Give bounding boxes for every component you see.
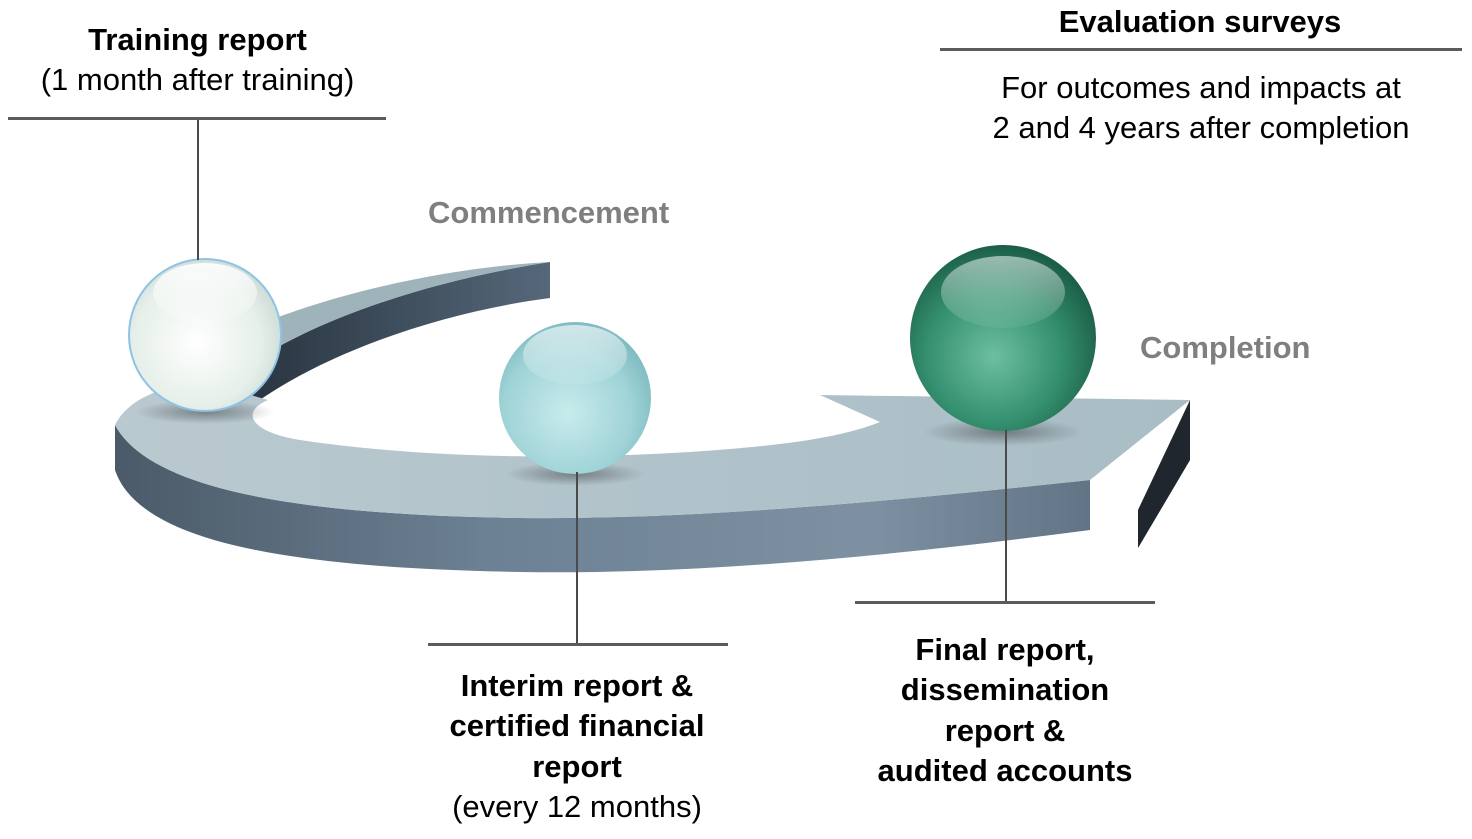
final-line-3: report & <box>944 712 1066 748</box>
training-connector <box>197 120 199 260</box>
training-report-subtitle: (1 month after training) <box>40 62 355 98</box>
final-connector <box>1005 430 1007 602</box>
sphere-training <box>128 258 282 412</box>
arrow-tail-inner <box>200 262 550 415</box>
interim-line-2: certified financial <box>449 708 705 744</box>
interim-connector <box>576 472 578 644</box>
final-line-2: dissemination <box>900 672 1110 708</box>
arrow-side-face <box>115 400 1190 573</box>
evaluation-line-1: For outcomes and impacts at <box>1001 70 1401 105</box>
commencement-label: Commencement <box>428 195 670 230</box>
interim-subtitle: (every 12 months) <box>452 788 702 824</box>
arrow-top-face <box>115 382 1190 519</box>
training-report-title: Training report <box>88 22 307 57</box>
training-report-rule <box>8 117 386 120</box>
final-line-4: audited accounts <box>877 752 1133 788</box>
interim-line-3: report <box>532 748 622 784</box>
evaluation-title: Evaluation surveys <box>1058 4 1342 39</box>
evaluation-line-2: 2 and 4 years after completion <box>992 110 1410 146</box>
interim-report-rule <box>428 643 728 646</box>
final-report-rule <box>855 601 1155 604</box>
interim-report-block: Interim report & certified financial rep… <box>400 666 754 827</box>
completion-label: Completion <box>1140 330 1311 365</box>
evaluation-description: For outcomes and impacts at 2 and 4 year… <box>940 68 1462 149</box>
arrow-head-edge <box>1138 400 1190 548</box>
sphere-interim <box>499 322 651 474</box>
sphere-final <box>910 245 1096 431</box>
training-report-block: Training report (1 month after training) <box>0 20 395 101</box>
final-line-1: Final report, <box>915 632 1095 667</box>
final-report-block: Final report, dissemination report & aud… <box>830 630 1180 791</box>
interim-line-1: Interim report & <box>460 668 694 703</box>
evaluation-rule <box>940 48 1462 51</box>
